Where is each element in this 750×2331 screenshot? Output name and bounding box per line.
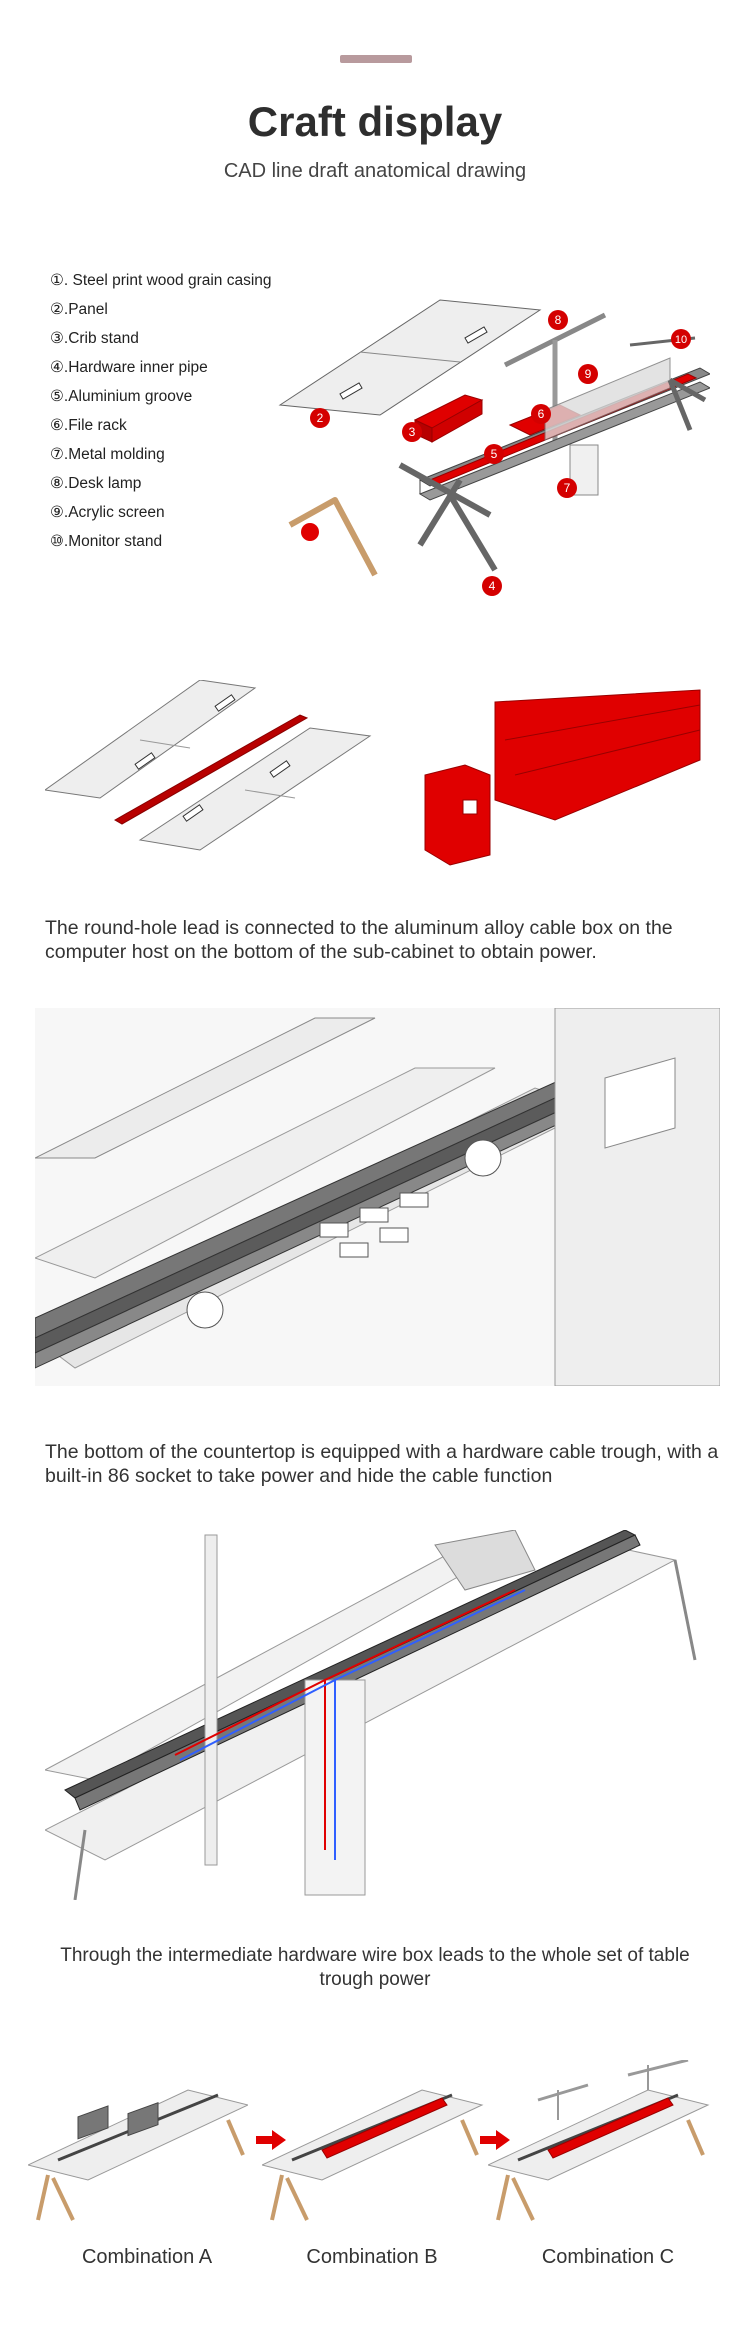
svg-text:4: 4 (489, 579, 496, 593)
arrow-right-icon (256, 2130, 286, 2150)
legend-item: ⑨.Acrylic screen (50, 504, 165, 521)
svg-text:2: 2 (317, 411, 324, 425)
caption-countertop: The bottom of the countertop is equipped… (45, 1441, 719, 1487)
svg-text:6: 6 (538, 407, 545, 421)
callout-badge-10: 10 (671, 329, 691, 349)
groove-detail-drawing (35, 1008, 720, 1386)
combination-c-drawing (488, 2060, 710, 2221)
panel-and-groove-detail (45, 680, 701, 866)
caption-round-hole: The round-hole lead is connected to the … (45, 917, 673, 963)
page-title: Craft display (247, 98, 503, 145)
callout-badge-6: 6 (531, 404, 551, 424)
svg-text:9: 9 (585, 367, 592, 381)
combination-a-label: Combination A (81, 2246, 213, 2268)
callout-badge-5: 5 (484, 444, 504, 464)
callout-badge-2: 2 (310, 408, 330, 428)
combination-b-label: Combination B (306, 2246, 438, 2268)
legend-item: ①. Steel print wood grain casing (50, 272, 272, 289)
svg-text:3: 3 (409, 425, 416, 439)
legend-item: ④.Hardware inner pipe (50, 359, 208, 376)
callout-badge-9: 9 (578, 364, 598, 384)
caption-intermediate: Through the intermediate hardware wire b… (60, 1945, 690, 1990)
legend-item: ⑦.Metal molding (50, 446, 165, 463)
callout-badges: 2 3 4 5 6 7 8 9 10 (310, 310, 691, 596)
legend-item: ⑤.Aluminium groove (50, 388, 193, 405)
callout-badge-8: 8 (548, 310, 568, 330)
legend-item: ⑩.Monitor stand (50, 533, 163, 550)
arrow-right-icon (480, 2130, 510, 2150)
legend-item: ⑧.Desk lamp (50, 475, 142, 492)
callout-badge-7: 7 (557, 478, 577, 498)
legend-item: ③.Crib stand (50, 330, 139, 347)
parts-legend: ①. Steel print wood grain casing ②.Panel… (50, 266, 340, 556)
decorative-top-bar (340, 55, 412, 63)
combination-c-label: Combination C (541, 2246, 675, 2268)
combination-b-drawing (262, 2089, 484, 2221)
page-subtitle: CAD line draft anatomical drawing (223, 160, 527, 182)
cable-trough-drawing (45, 1530, 697, 1900)
svg-text:10: 10 (675, 334, 687, 346)
svg-text:7: 7 (564, 481, 571, 495)
legend-item: ②.Panel (50, 301, 108, 318)
svg-text:5: 5 (491, 447, 498, 461)
legend-item: ⑥.File rack (50, 417, 127, 434)
callout-badge-3: 3 (402, 422, 422, 442)
combination-a-drawing (28, 2089, 248, 2221)
svg-text:8: 8 (555, 313, 562, 327)
callout-badge-4: 4 (482, 576, 502, 596)
